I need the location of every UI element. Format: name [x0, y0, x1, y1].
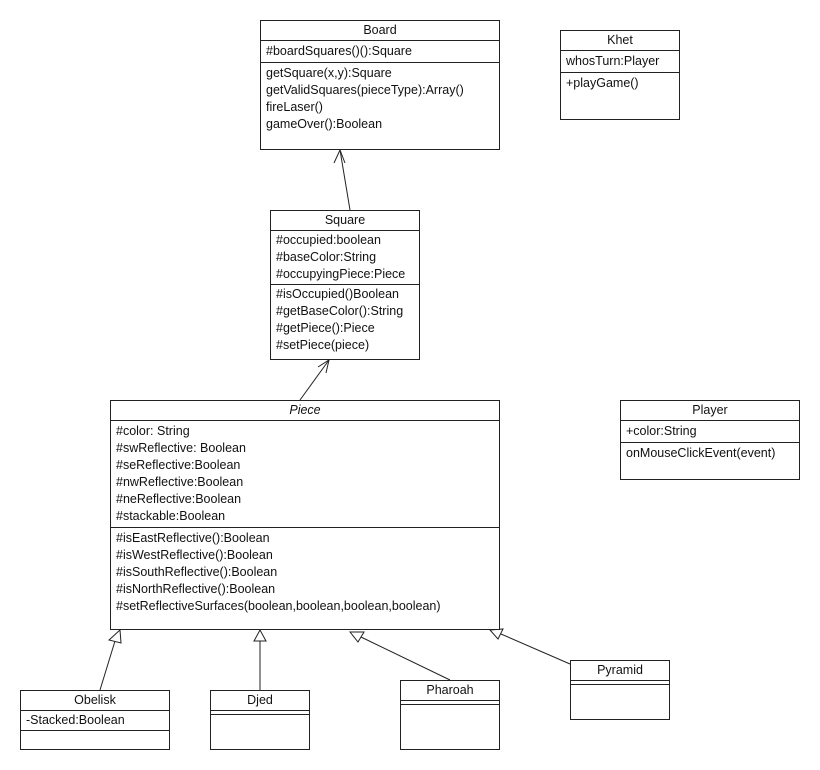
operations-section: #isEastReflective():Boolean #isWestRefle… — [111, 528, 499, 617]
class-name: Obelisk — [21, 691, 169, 711]
class-name: Khet — [561, 31, 679, 51]
association-piece-square — [299, 358, 330, 401]
operations-section — [21, 731, 169, 735]
operation: gameOver():Boolean — [266, 117, 383, 131]
class-player: Player +color:String onMouseClickEvent(e… — [620, 400, 800, 480]
operation: #getBaseColor():String — [276, 304, 404, 318]
attributes-section — [211, 711, 309, 715]
attributes-section: +color:String — [621, 421, 799, 443]
operations-section: #isOccupied()Boolean #getBaseColor():Str… — [271, 285, 419, 355]
generalization-djed-piece — [253, 628, 267, 690]
operation: #isWestReflective():Boolean — [116, 548, 273, 562]
attribute: #color: String — [116, 424, 190, 438]
operations-section — [571, 685, 669, 688]
operations-section — [211, 715, 309, 718]
class-board: Board #boardSquares()():Square getSquare… — [260, 20, 500, 150]
operation: getValidSquares(pieceType):Array() — [266, 83, 464, 97]
attribute: #stackable:Boolean — [116, 509, 226, 523]
class-square: Square #occupied:boolean #baseColor:Stri… — [270, 210, 420, 360]
operations-section: +playGame() — [561, 73, 679, 94]
attributes-section: -Stacked:Boolean — [21, 711, 169, 731]
attributes-section — [401, 701, 499, 705]
class-name: Djed — [211, 691, 309, 711]
class-name: Square — [271, 211, 419, 231]
class-pharoah: Pharoah — [400, 680, 500, 750]
class-djed: Djed — [210, 690, 310, 750]
operation: #setReflectiveSurfaces(boolean,boolean,b… — [116, 599, 441, 613]
operation: #isEastReflective():Boolean — [116, 531, 270, 545]
attribute: whosTurn:Player — [566, 54, 660, 68]
attributes-section: #occupied:boolean #baseColor:String #occ… — [271, 231, 419, 285]
class-obelisk: Obelisk -Stacked:Boolean — [20, 690, 170, 750]
attribute: +color:String — [626, 424, 697, 438]
class-name: Pharoah — [401, 681, 499, 701]
attributes-section: #boardSquares()():Square — [261, 41, 499, 63]
association-square-board — [333, 148, 351, 211]
attribute: #occupyingPiece:Piece — [276, 267, 406, 281]
attribute: #baseColor:String — [276, 250, 377, 264]
operation: #isNorthReflective():Boolean — [116, 582, 276, 596]
class-name: Player — [621, 401, 799, 421]
operations-section: getSquare(x,y):Square getValidSquares(pi… — [261, 63, 499, 135]
attribute: #nwReflective:Boolean — [116, 475, 244, 489]
operation: fireLaser() — [266, 100, 323, 114]
generalization-pyramid-piece — [488, 628, 571, 665]
operation: #isOccupied()Boolean — [276, 287, 399, 301]
generalization-pharoah-piece — [348, 631, 451, 681]
attribute: -Stacked:Boolean — [26, 713, 125, 727]
operation: #getPiece():Piece — [276, 321, 375, 335]
generalization-obelisk-piece — [99, 628, 122, 691]
attribute: #seReflective:Boolean — [116, 458, 241, 472]
attribute: #neReflective:Boolean — [116, 492, 242, 506]
operation: #setPiece(piece) — [276, 338, 370, 352]
attribute: #occupied:boolean — [276, 233, 381, 247]
class-name: Pyramid — [571, 661, 669, 681]
operation: onMouseClickEvent(event) — [626, 446, 776, 460]
class-name: Piece — [111, 401, 499, 421]
attributes-section: #color: String #swReflective: Boolean #s… — [111, 421, 499, 528]
attributes-section: whosTurn:Player — [561, 51, 679, 73]
class-piece: Piece #color: String #swReflective: Bool… — [110, 400, 500, 630]
operations-section — [401, 705, 499, 708]
attributes-section — [571, 681, 669, 685]
operations-section: onMouseClickEvent(event) — [621, 443, 799, 464]
class-name: Board — [261, 21, 499, 41]
attribute: #swReflective: Boolean — [116, 441, 246, 455]
operation: +playGame() — [566, 76, 639, 90]
attribute: #boardSquares()():Square — [266, 44, 412, 58]
operation: getSquare(x,y):Square — [266, 66, 392, 80]
class-khet: Khet whosTurn:Player +playGame() — [560, 30, 680, 120]
operation: #isSouthReflective():Boolean — [116, 565, 278, 579]
class-pyramid: Pyramid — [570, 660, 670, 720]
